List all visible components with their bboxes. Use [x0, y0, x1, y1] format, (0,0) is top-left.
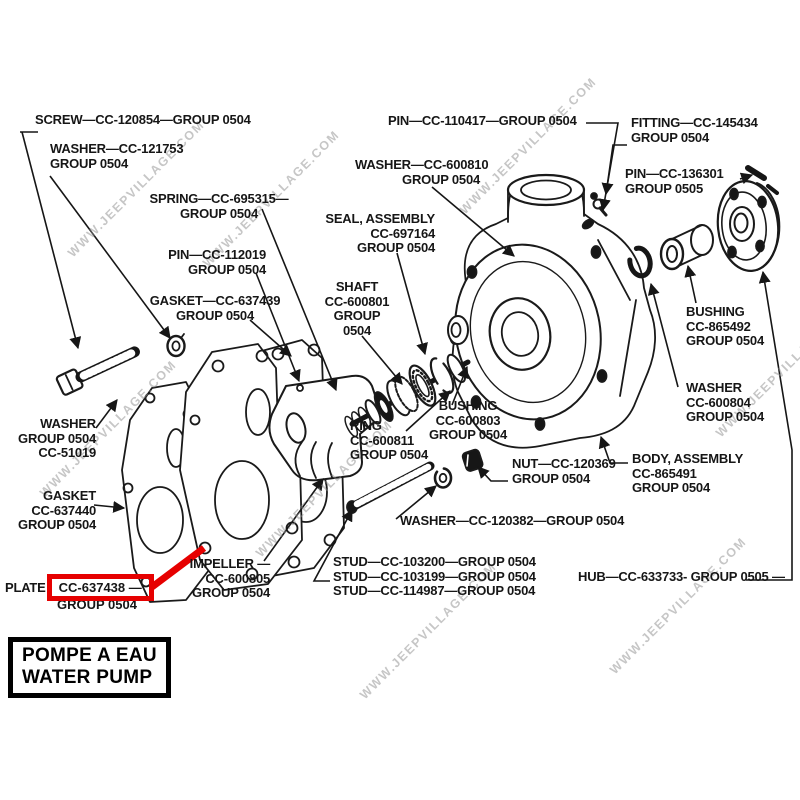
screw-part [55, 346, 140, 396]
nut-part [461, 448, 484, 472]
stud-part [346, 461, 435, 514]
plate-label-prefix: PLATE [5, 580, 46, 595]
label-washer-120382: WASHER—CC-120382—GROUP 0504 [400, 513, 625, 528]
washer-120382-part [433, 467, 453, 489]
label-screw: SCREW—CC-120854—GROUP 0504 [35, 112, 251, 127]
label-plate-637438: PLATE CC-637438 — [5, 574, 154, 601]
lock-washer-part [166, 333, 186, 358]
leader-lines [20, 122, 793, 582]
impeller-part [268, 374, 381, 482]
label-hub-633733: HUB—CC-633733- GROUP 0505 — [578, 569, 785, 584]
pin-136301-part [745, 165, 779, 195]
bushing-865492-part [659, 224, 714, 271]
pin-110417-part [581, 218, 595, 230]
title-line-english: WATER PUMP [22, 667, 153, 689]
label-pin-110417: PIN—CC-110417—GROUP 0504 [388, 113, 577, 128]
hub-part [716, 180, 781, 272]
shaft-assembly-part [344, 353, 471, 438]
title-box: POMPE A EAU WATER PUMP [8, 637, 171, 698]
title-line-french: POMPE A EAU [22, 645, 157, 666]
washer-600804-part [627, 245, 653, 279]
label-spring-695315: SPRING—CC-695315—GROUP 0504 [149, 191, 289, 221]
highlight-pointer-line [149, 545, 207, 590]
plate-part-number-highlight: CC-637438 — [46, 574, 154, 601]
